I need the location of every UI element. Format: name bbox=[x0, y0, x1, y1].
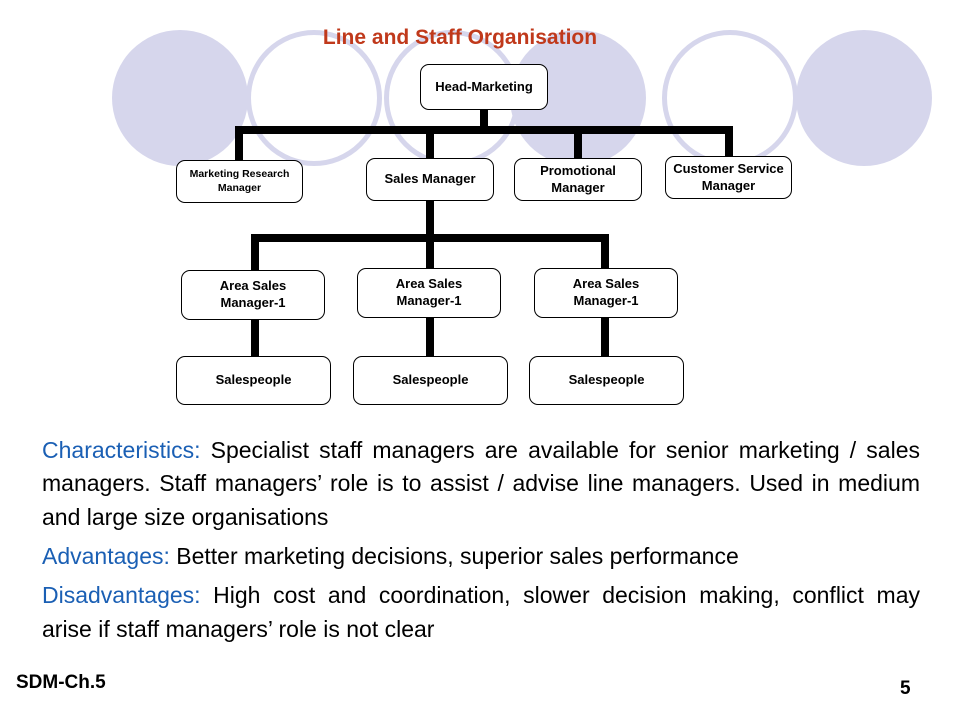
salespeople-box-2: Salespeople bbox=[353, 356, 508, 405]
footer-chapter-code: SDM-Ch.5 bbox=[16, 672, 106, 693]
area-sales-manager-1-label-1: Area Sales bbox=[219, 278, 287, 294]
page-title: Line and Staff Organisation bbox=[322, 26, 598, 49]
advantages-paragraph: Advantages: Better marketing decisions, … bbox=[42, 540, 920, 573]
promotional-label-1: Promotional bbox=[540, 162, 616, 178]
characteristics-text: Specialist staff managers are available … bbox=[42, 437, 920, 530]
salespeople-drops bbox=[251, 314, 609, 360]
sales-manager-box: Sales Manager bbox=[366, 158, 494, 201]
disadvantages-label: Disadvantages: bbox=[42, 582, 201, 609]
area-drops bbox=[251, 234, 609, 274]
area-sales-manager-2-label-1: Area Sales bbox=[395, 276, 463, 292]
staff-drops bbox=[235, 126, 733, 164]
area-sales-manager-2-label-2: Manager-1 bbox=[396, 293, 462, 308]
characteristics-paragraph: Characteristics: Specialist staff manage… bbox=[42, 434, 920, 534]
page-number: 5 bbox=[900, 678, 911, 699]
head-marketing-label: Head-Marketing bbox=[435, 78, 533, 94]
area-sales-manager-1-label-2: Manager-1 bbox=[220, 295, 286, 310]
customer-service-label-1: Customer Service bbox=[673, 160, 784, 176]
promotional-label-2: Manager bbox=[551, 179, 605, 195]
head-marketing-box: Head-Marketing bbox=[420, 64, 548, 110]
area-sales-manager-3-label-1: Area Sales bbox=[572, 276, 640, 292]
marketing-research-label-1: Marketing Research bbox=[189, 167, 290, 180]
advantages-text: Better marketing decisions, superior sal… bbox=[176, 543, 739, 570]
decor-circle-2 bbox=[246, 30, 382, 166]
salespeople-label-1: Salespeople bbox=[215, 372, 292, 388]
salespeople-label-3: Salespeople bbox=[568, 372, 645, 388]
salespeople-label-2: Salespeople bbox=[392, 372, 469, 388]
salespeople-box-3: Salespeople bbox=[529, 356, 684, 405]
characteristics-label: Characteristics: bbox=[42, 437, 201, 463]
decor-circle-1 bbox=[112, 30, 248, 166]
disadvantages-paragraph: Disadvantages: High cost and coordinatio… bbox=[42, 579, 920, 646]
marketing-research-label-2: Manager bbox=[217, 181, 262, 194]
area-sales-manager-3-label-2: Manager-1 bbox=[573, 293, 639, 308]
disadvantages-text: High cost and coordination, slower decis… bbox=[42, 582, 920, 642]
body-text: Characteristics: Specialist staff manage… bbox=[42, 434, 920, 652]
advantages-label: Advantages: bbox=[42, 543, 170, 570]
salespeople-box-1: Salespeople bbox=[176, 356, 331, 405]
sales-manager-label: Sales Manager bbox=[384, 171, 476, 187]
customer-service-label-2: Manager bbox=[701, 177, 756, 193]
decor-circle-6 bbox=[796, 30, 932, 166]
